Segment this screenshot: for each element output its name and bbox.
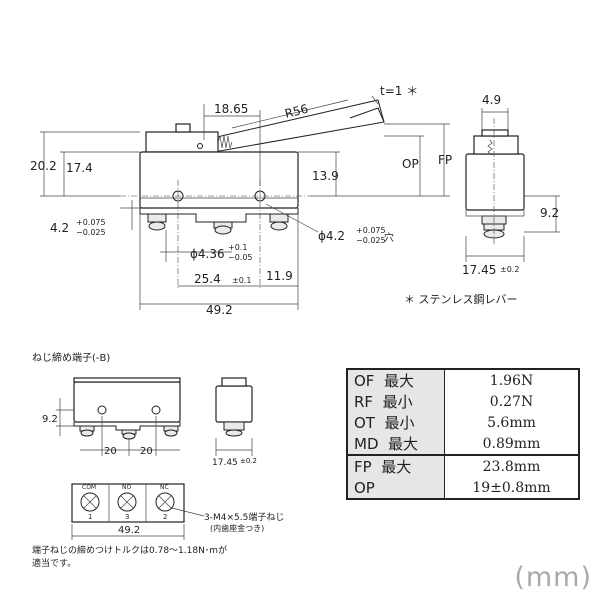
small-side-dim-17-45: 17.45 [212,458,238,468]
spec-qualifier: 最大 [381,458,412,476]
r56-leader [231,99,349,129]
side-dim-9-2: 9.2 [540,206,559,220]
spec-qualifier: 最大 [383,372,414,390]
terminal-right [269,213,289,231]
torque-note-2: 適当です。 [32,557,76,569]
switch-body [139,151,299,209]
small-dim-20-a: 20 [104,446,117,457]
dim-4-36-tol-down: −0.05 [228,253,253,262]
terminal-com-number: 1 [88,513,92,521]
side-spring [487,139,493,156]
side-lever [481,129,509,137]
terminal-nc: NC 2 [155,484,175,521]
lever-outline [203,99,385,153]
spec-row-ot: OT 最小 5.6mm [347,412,579,433]
spec-row-fp: FP 最大 23.8mm [347,454,579,477]
dim-49-2: 49.2 [206,303,233,317]
t1-label: t=1 ＊ [380,84,418,98]
terminal-nc-number: 2 [163,513,167,521]
lever-tip [349,107,385,123]
screw-note-1: 3-M4×5.5端子ねじ [204,511,284,523]
spec-label: RF [354,393,374,411]
terminal-com-label: COM [82,484,96,491]
spec-label: MD [354,435,379,453]
dim-25-4: 25.4 [194,272,221,286]
spec-row-op: OP 19±0.8mm [347,477,579,499]
side-dim-17-45: 17.45 [462,263,496,277]
small-side-body [215,385,253,423]
torque-note-1: 端子ねじの締めつけトルクは0.78～1.18N･mが [32,544,227,556]
dim-4-2-tol-up: +0.075 [76,218,106,227]
terminal-dim-49-2: 49.2 [118,525,140,536]
actuator-plunger [175,123,191,133]
dim-13-9: 13.9 [312,169,339,183]
screw-terminal-title: ねじ締め端子(-B) [32,351,110,364]
lever-material-note: ＊ ステンレス鋼レバー [404,292,518,306]
dim-fp: FP [438,153,452,167]
spec-value: 1.96N [489,372,534,389]
phi-4-2-leader [265,203,319,233]
spec-value: 0.27N [489,393,534,410]
dim-25-4-tol: ±0.1 [232,276,251,285]
dim-17-4: 17.4 [66,161,93,175]
dim-4-36-tol-up: +0.1 [228,243,247,252]
pivot-pin [197,143,203,149]
front-view: 18.65 R56 t=1 ＊ 20.2 17.4 4.2 +0.075 −0.… [30,84,452,317]
spec-qualifier: 最小 [382,393,413,411]
side-dim-17-45-tol: ±0.2 [500,265,519,274]
spec-table: OF 最大 1.96N RF 最小 0.27N OT 最小 5.6mm MD 最… [346,368,580,500]
spec-value: 23.8mm [444,454,579,477]
small-side-dim-17-45-tol: ±0.2 [240,457,257,465]
dim-phi-4-2-tol-down: −0.025 [356,236,386,245]
spec-label: OF [354,372,375,390]
lever-spring [217,135,233,149]
small-body-top [73,377,181,383]
terminal-nc-label: NC [160,484,169,491]
spec-value: 0.89mm [482,435,541,452]
spec-row-md: MD 最大 0.89mm [347,433,579,455]
spec-row-rf: RF 最小 0.27N [347,391,579,412]
side-view: 4.9 9.2 17.45 ±0.2 [462,93,560,277]
terminal-no: NO 3 [117,484,137,521]
spec-qualifier: 最大 [388,435,419,453]
dim-18-65: 18.65 [214,102,248,116]
small-dim-9-2: 9.2 [42,414,58,425]
screw-terminal-section: ねじ締め端子(-B) 9.2 20 20 17.45 ±0.2 [32,351,284,569]
dim-4-2: 4.2 [50,221,69,235]
dim-20-2: 20.2 [30,159,57,173]
dim-op: OP [402,157,419,171]
spec-qualifier: 最小 [384,414,415,432]
small-body [73,381,181,423]
spec-label: OT [354,414,375,432]
r56-label: R56 [283,102,309,121]
hole-suffix: 穴 [384,231,394,244]
dim-phi-4-2: ϕ4.2 [318,229,345,243]
side-body [465,153,525,211]
terminal-com: COM 1 [80,484,100,521]
dim-phi-4-2-tol-up: +0.075 [356,226,386,235]
dim-11-9: 11.9 [266,269,293,283]
spec-row-of: OF 最大 1.96N [347,369,579,391]
terminal-center [213,221,233,235]
side-actuator [473,135,519,155]
screw-note-2: (内歯座金つき) [210,523,264,533]
spec-value: 5.6mm [487,414,536,431]
screw-leader [171,507,205,517]
spec-label: OP [354,478,375,497]
terminal-left [147,213,167,231]
terminal-no-number: 3 [125,513,129,521]
spec-value: 19±0.8mm [472,479,551,496]
actuator-housing [145,131,219,153]
spec-label: FP [354,458,372,476]
side-dim-4-9: 4.9 [482,93,501,107]
dim-phi-4-36: ϕ4.36 [190,247,225,261]
small-dim-20-b: 20 [140,446,153,457]
unit-label: (mm) [514,562,592,593]
dim-4-2-tol-down: −0.025 [76,228,106,237]
terminal-no-label: NO [122,484,131,491]
